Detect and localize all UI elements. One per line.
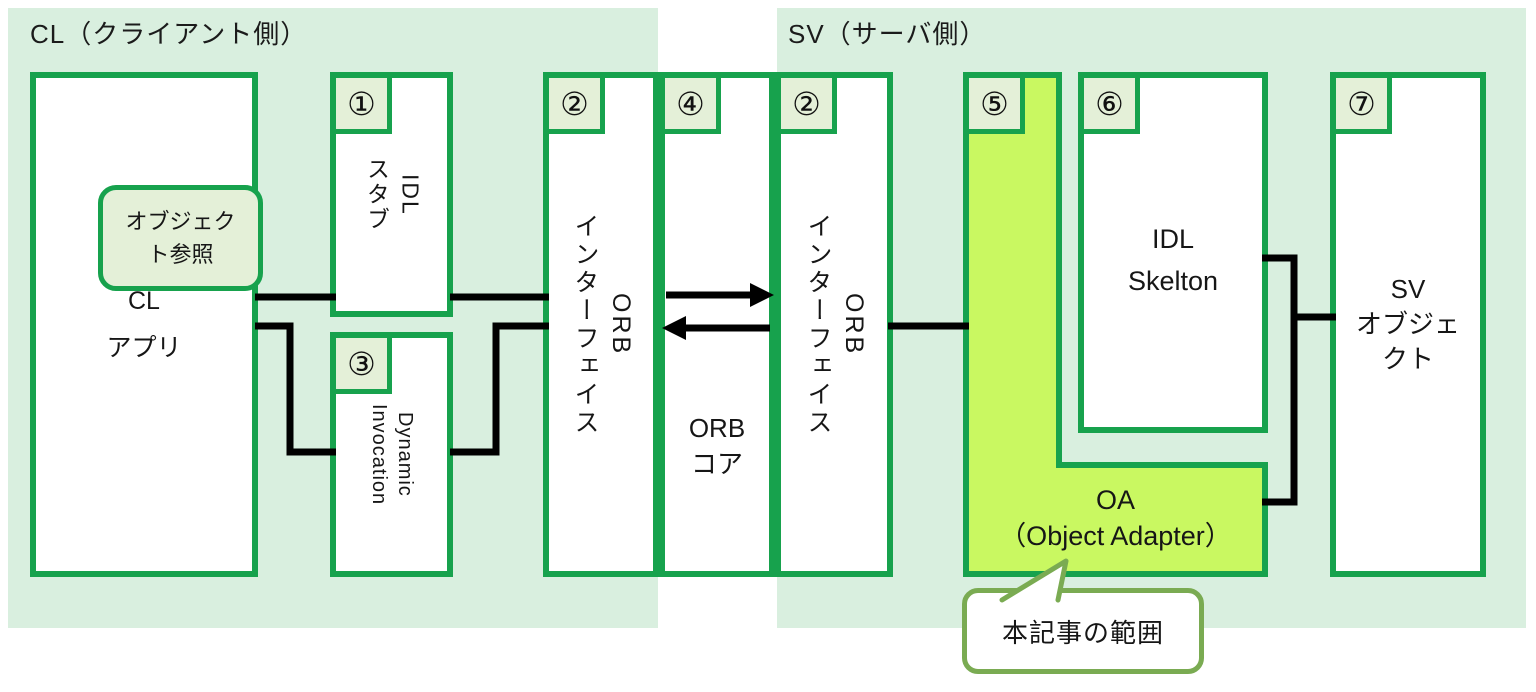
box-cl-app: オブジェク ト参照 CL アプリ (30, 72, 263, 577)
cl-app-label: CL アプリ (106, 286, 182, 362)
box-idl-skelton: ⑥ IDL Skelton (1078, 72, 1268, 433)
step-number-badge-2-server: ② (781, 78, 837, 134)
orb-interface-client-label: ORB インターフェイス (571, 212, 635, 437)
sv-object-label: SV オブジェ クト (1355, 274, 1460, 374)
idl-stub-label: IDL スタブ (363, 157, 424, 232)
callout-text: 本記事の範囲 (1001, 617, 1164, 648)
client-panel-title: CL（クライアント側） (30, 19, 308, 49)
step-number-badge-6: ⑥ (1084, 78, 1140, 134)
box-sv-object: ⑦ SV オブジェ クト (1330, 72, 1486, 577)
box-orb-interface-server: ② ORB インターフェイス (775, 72, 893, 577)
object-reference-note: オブジェク ト参照 (98, 185, 263, 291)
callout-article-scope: 本記事の範囲 (962, 588, 1204, 674)
step-number-badge-2-client: ② (549, 78, 605, 134)
box-idl-stub: ① IDL スタブ (330, 72, 453, 317)
orb-interface-server-label: ORB インターフェイス (804, 212, 868, 437)
step-number-badge-4: ④ (665, 78, 721, 134)
object-reference-line1: オブジェク (125, 209, 236, 234)
orb-core-label: ORB コア (688, 413, 746, 479)
idl-skelton-label: IDL Skelton (1127, 223, 1219, 296)
object-adapter-label: OA （Object Adapter） (999, 485, 1232, 551)
server-panel-title: SV（サーバ側） (788, 19, 987, 49)
step-number-badge-7: ⑦ (1336, 78, 1392, 134)
step-number-badge-5: ⑤ (969, 78, 1025, 134)
object-reference-line2: ト参照 (147, 242, 214, 267)
box-orb-interface-client: ② ORB インターフェイス (543, 72, 659, 577)
box-orb-core: ④ ORB コア (659, 72, 775, 577)
dynamic-invocation-label: Dynamic Invocation (368, 403, 416, 506)
step-number-badge-1: ① (336, 78, 392, 134)
box-dynamic-invocation: ③ Dynamic Invocation (330, 332, 453, 577)
step-number-badge-3: ③ (336, 338, 392, 394)
